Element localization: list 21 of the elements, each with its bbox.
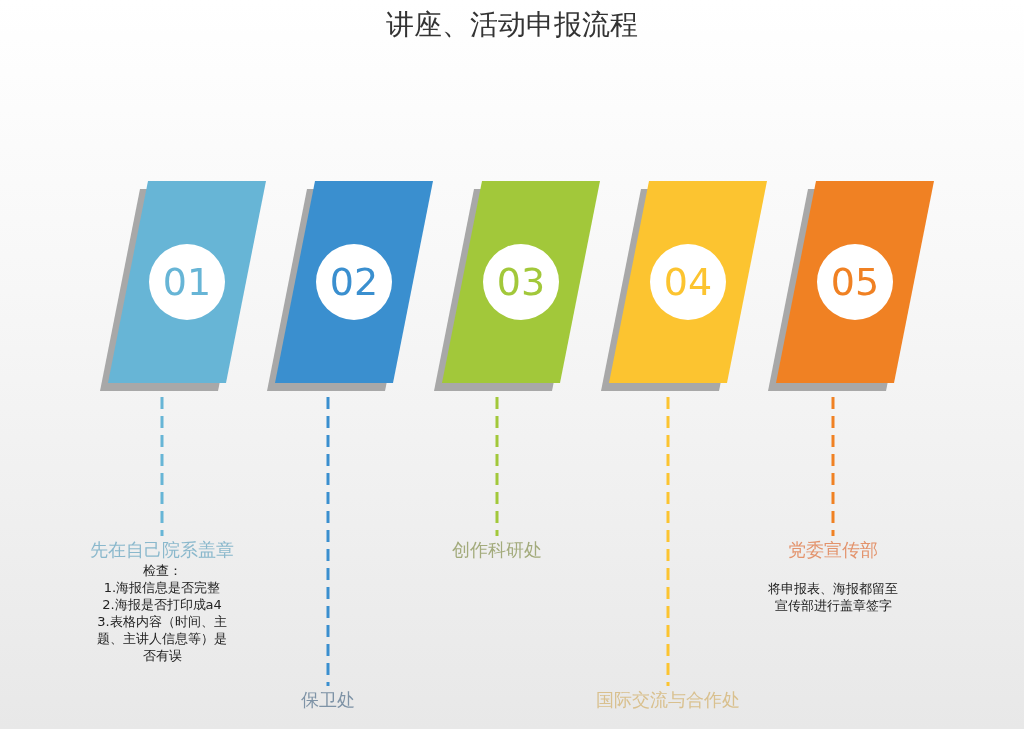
parallelogram-card: [601, 181, 767, 391]
title: 讲座、活动申报流程: [386, 8, 638, 41]
dashed-connector: [495, 397, 499, 536]
parallelogram-card: [434, 181, 600, 391]
step-label: 保卫处: [301, 688, 355, 712]
parallelogram-card: [768, 181, 934, 391]
dashed-connector: [326, 397, 330, 686]
note-text: 2.海报是否打印成a4: [101, 596, 223, 613]
step-label: 创作科研处: [452, 538, 542, 562]
dashed-connector: [160, 397, 164, 536]
step-label: 先在自己院系盖章: [90, 538, 234, 562]
note-text: 3.表格内容（时间、主题、主讲人信息等）是否有误: [97, 613, 227, 664]
dashed-connector: [666, 397, 670, 686]
parallelogram-card: [267, 181, 433, 391]
step-label: 党委宣传部: [788, 538, 878, 562]
note-text: 将申报表、海报都留至宣传部进行盖章签字: [767, 580, 899, 614]
step-label: 国际交流与合作处: [596, 688, 740, 712]
dashed-connector: [831, 397, 835, 536]
note-text: 1.海报信息是否完整: [102, 579, 222, 596]
note-text: 检查：: [141, 562, 183, 579]
parallelogram-card: [100, 181, 266, 391]
